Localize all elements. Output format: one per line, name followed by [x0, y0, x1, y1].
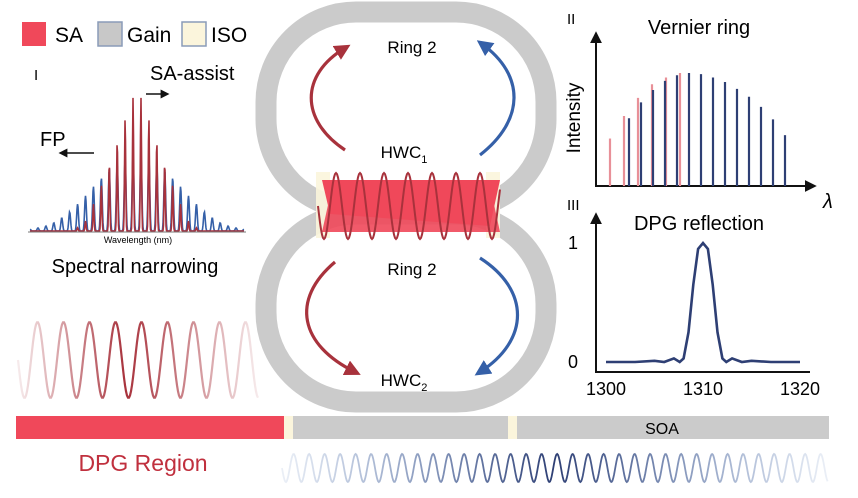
arrow-red-bottom	[305, 260, 361, 375]
dpg-x-tick-label: 1320	[780, 379, 820, 399]
sa-assist-label: SA-assist	[150, 63, 235, 85]
hwc2-label: HWC2	[381, 371, 428, 394]
legend-sa-label: SA	[55, 24, 83, 47]
legend-iso-label: ISO	[211, 24, 247, 47]
spectrum-plot	[28, 97, 246, 233]
dpg-y-tick-label: 0	[568, 352, 578, 372]
dpg-x-tick-label: 1300	[586, 379, 626, 399]
hwc1-subscript: 1	[421, 154, 427, 166]
iso-segment-2	[508, 416, 517, 439]
legend-gain-label: Gain	[127, 24, 171, 47]
soa-label: SOA	[645, 421, 679, 438]
dpg-ticks: 1300 1310 1320 0 1	[568, 233, 820, 399]
panel-ii-roman: II	[567, 11, 575, 28]
ring-bottom-label: Ring 2	[387, 260, 436, 279]
red-wave-left	[16, 321, 260, 399]
hwc-coupler	[316, 171, 501, 241]
vernier-comb	[608, 73, 787, 186]
vernier-ylabel: Intensity	[564, 82, 585, 153]
spectral-narrowing-caption: Spectral narrowing	[52, 256, 219, 278]
dpg-title: DPG reflection	[634, 213, 764, 235]
hwc2-subscript: 2	[421, 382, 427, 394]
ring-resonators: Ring 2 Ring 2 HWC1 HWC2	[255, 1, 557, 413]
soa-segment	[517, 416, 829, 439]
panel-spectral: I SA-assist FP Wavelength (nm) Spectral …	[28, 63, 246, 278]
hwc1-label: HWC1	[381, 143, 428, 166]
panel-vernier: II Vernier ring Intensity λ	[564, 11, 833, 213]
arrow-red-top	[309, 44, 351, 152]
dpg-region-label: DPG Region	[78, 450, 207, 476]
dpg-reflection-curve	[606, 240, 800, 364]
arrow-blue-top	[476, 40, 516, 157]
spectrum-xlabel: Wavelength (nm)	[104, 235, 172, 245]
fp-spectrum-line	[29, 154, 245, 232]
vernier-xsymbol: λ	[822, 191, 833, 213]
ring-top-label: Ring 2	[387, 38, 436, 57]
dpg-x-tick-label: 1310	[683, 379, 723, 399]
legend-gain-swatch	[97, 21, 123, 47]
legend-sa-swatch	[22, 22, 46, 46]
gain-segment-1	[293, 416, 508, 439]
panel-i-roman: I	[34, 67, 38, 84]
dpg-y-tick-label: 1	[568, 233, 578, 253]
panel-iii-roman: III	[567, 197, 580, 214]
legend: SA Gain ISO	[22, 21, 247, 47]
legend-iso-swatch	[181, 21, 207, 47]
panel-dpg: III DPG reflection 1300 1310 1320 0 1	[567, 197, 820, 399]
waveguide-bar: SOA	[16, 416, 829, 439]
fp-label: FP	[40, 129, 66, 151]
red-wave-coupler	[317, 171, 501, 241]
vernier-title: Vernier ring	[648, 17, 750, 39]
blue-wave-bottom	[281, 452, 829, 484]
sa-spectrum-line	[30, 97, 244, 232]
iso-segment-1	[284, 416, 293, 439]
dpg-segment	[16, 416, 284, 439]
sa-band-lower	[322, 186, 500, 232]
arrow-blue-bottom	[474, 256, 519, 376]
